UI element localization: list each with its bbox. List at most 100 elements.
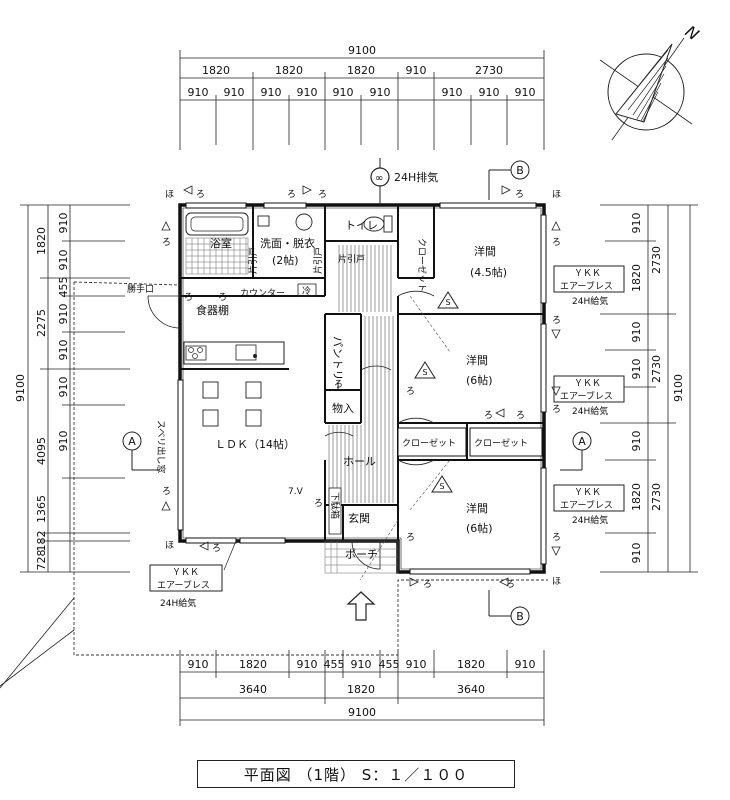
dim-left-total: 9100 (14, 374, 27, 402)
dim-left-r3-0: 910 (57, 213, 70, 234)
ykk-3-supply: 24H給気 (572, 514, 608, 526)
dim-left-r3-2: 455 (57, 277, 70, 298)
mark-ro-2: ろ (287, 189, 296, 200)
room-pantry: パントリー (331, 336, 344, 392)
room-ldk: ＬＤＫ（14帖） (215, 438, 295, 451)
dim-bot-r1-5: 455 (379, 658, 400, 671)
mark-ro-1: ろ (196, 189, 205, 200)
dim-top-r2-1: 1820 (275, 64, 303, 77)
mark-ro-18: ろ (484, 410, 493, 421)
room-youma3: 洋間 (466, 501, 488, 515)
dim-right-r2-1: 2730 (650, 355, 663, 383)
dim-top-r3-5: 910 (370, 86, 391, 99)
room-youma1: 洋間 (474, 244, 496, 258)
mark-ro-3: ろ (318, 189, 327, 200)
mark-ro-9: ろ (552, 315, 561, 326)
dim-bot-r1-8: 910 (515, 658, 536, 671)
mark-ro-12: ろ (423, 579, 432, 590)
smoke-3: S (439, 482, 444, 491)
dim-top-r3-6: 910 (442, 86, 463, 99)
toilet-tank (383, 215, 393, 233)
ro-direction-arrows (161, 185, 561, 587)
dim-left-r3-3: 910 (57, 304, 70, 325)
dim-bot-r2-2: 3640 (457, 683, 485, 696)
room-bath: 浴室 (210, 236, 232, 250)
dim-right-r3-1: 1820 (630, 264, 643, 292)
leader-line-1 (0, 597, 75, 689)
mark-ro-21: ろ (314, 498, 323, 509)
north-label: N (682, 22, 703, 44)
mark-ro-7: ろ (162, 486, 171, 497)
ykk-4-supply: 24H給気 (160, 597, 196, 609)
room-washroom-size: (2帖) (272, 254, 299, 267)
dim-left-r3-6: 910 (57, 431, 70, 452)
dim-top-r3-3: 910 (297, 86, 318, 99)
section-b-top: B (516, 164, 524, 177)
sliding-door-1: 片引戸 (247, 247, 259, 274)
dim-left-r2-3: 1365 (35, 495, 48, 523)
dim-top-r2-2: 1820 (347, 64, 375, 77)
bath-tile-grid (185, 237, 249, 275)
leader-line-2 (0, 629, 75, 687)
smoke-1: S (445, 298, 450, 307)
room-youma3-size: (6帖) (466, 522, 493, 535)
room-sliding-window: スベリ出し窓 (155, 420, 167, 473)
bottom-dimensions (179, 650, 545, 726)
mark-ro-19: ろ (516, 410, 525, 421)
dim-right-r3-0: 910 (630, 213, 643, 234)
room-katteguchi: 勝手口 (127, 283, 154, 295)
ykk-box-1 (553, 265, 625, 293)
mark-ho-tr: ほ (552, 189, 561, 200)
room-closet-small: クローゼット (416, 238, 428, 292)
dim-right-r3-6: 910 (630, 543, 643, 564)
mark-ho-br: ほ (552, 576, 561, 587)
dim-top-r3-8: 910 (515, 86, 536, 99)
dim-bot-r2-0: 3640 (239, 683, 267, 696)
dim-left-r3-4: 910 (57, 340, 70, 361)
roof-outline (73, 281, 548, 656)
room-tv: 7.V (288, 487, 304, 497)
dim-top-total: 9100 (348, 44, 376, 57)
entry-arrow-icon (346, 591, 376, 621)
section-markers (122, 160, 592, 626)
mark-ro-15: ろ (218, 292, 227, 303)
room-cupboard: 食器棚 (196, 303, 229, 317)
ykk-2-product: エアーブレス (560, 390, 613, 402)
dim-bot-r1-3: 455 (324, 658, 345, 671)
ykk-4-brand: ＹＫＫ (172, 568, 199, 578)
ykk-2-supply: 24H給気 (572, 405, 608, 417)
room-youma2-size: (6帖) (466, 374, 493, 387)
ykk-4-product: エアーブレス (157, 579, 210, 591)
porch-tiles (324, 540, 399, 574)
wash-basin (295, 213, 313, 231)
room-counter: カウンター (240, 288, 285, 299)
dim-top-r2-3: 910 (406, 64, 427, 77)
dim-bot-r2-1: 1820 (347, 683, 375, 696)
mark-ro-20: ろ (406, 532, 415, 543)
washing-machine (257, 215, 270, 227)
ykk-3-brand: ＹＫＫ (574, 488, 601, 498)
room-closet-a: クローゼット (402, 437, 456, 449)
room-closet-b: クローゼット (474, 437, 528, 449)
dim-top-r3-1: 910 (224, 86, 245, 99)
windows (177, 202, 547, 575)
dim-right-r2-2: 2730 (650, 483, 663, 511)
mark-ro-16: ろ (334, 379, 343, 390)
room-genkan: 玄関 (348, 511, 370, 525)
kitchen-sink (235, 344, 257, 361)
room-washroom: 洗面・脱衣 (260, 236, 315, 250)
north-arrow-icon (599, 37, 693, 141)
mark-ro-14: ろ (184, 292, 193, 303)
exhaust-label: 24H排気 (394, 170, 438, 184)
faucet (253, 354, 257, 358)
mark-ro-13: ろ (506, 579, 515, 590)
smoke-detector-icons (414, 291, 459, 493)
mark-ro-8: ろ (552, 532, 561, 543)
mark-ho-tl: ほ (165, 189, 174, 200)
dim-left-r3-1: 910 (57, 250, 70, 271)
smoke-2: S (422, 368, 427, 377)
room-fridge: 冷 (302, 285, 311, 297)
dim-right-r3-3: 910 (630, 359, 643, 380)
shoe-box (328, 487, 342, 535)
diag-dash-1 (409, 295, 451, 353)
